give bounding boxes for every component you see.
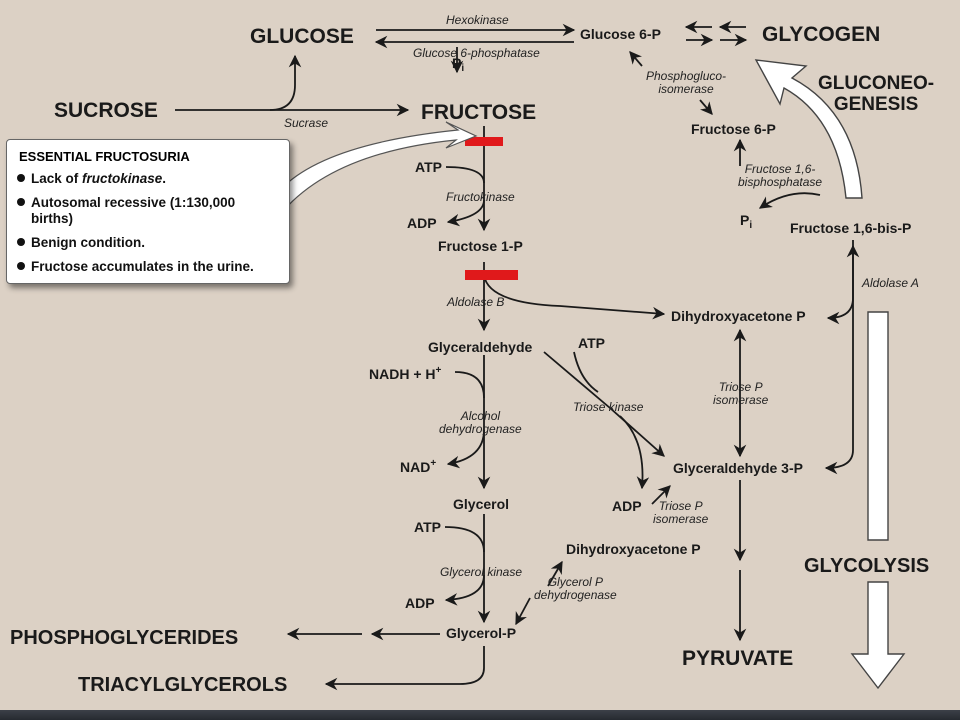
adp-out-triose-kinase <box>619 415 650 490</box>
aldolase-a-label: Aldolase A <box>862 276 919 290</box>
gluconeogenesis-arrow <box>754 59 863 199</box>
fructose-label: FRUCTOSE <box>421 101 537 124</box>
adp-out-fructokinase <box>446 199 485 227</box>
adp-fructokinase-label: ADP <box>407 215 437 231</box>
essential-fructosuria-callout: ESSENTIAL FRUCTOSURIA Lack of fructokina… <box>6 139 290 284</box>
bullet-dot-icon <box>17 238 25 246</box>
fructokinase-label: Fructokinase <box>446 190 515 204</box>
phosphoglycerides-label: PHOSPHOGLYCERIDES <box>10 627 239 649</box>
aldolase-b-block-marker <box>465 270 518 280</box>
g6p-to-f6p-arrow <box>699 99 713 115</box>
adp-out-glycerol-kinase <box>444 574 485 606</box>
glycolysis-label: GLYCOLYSIS <box>804 555 930 577</box>
triose-kinase-label: Triose kinase <box>573 400 644 414</box>
glycerol-p-label: Glycerol-P <box>446 625 517 641</box>
pyruvate-label: PYRUVATE <box>682 647 794 670</box>
bullet-dot-icon <box>17 198 25 206</box>
glycerol-p-to-triacylglycerols-arrow <box>324 646 485 691</box>
gluconeogenesis-label: GLUCONEO-GENESIS <box>818 73 935 115</box>
pi-top-label: Pi <box>452 55 465 74</box>
glyceraldehyde-3p-label: Glyceraldehyde 3-P <box>673 460 803 476</box>
atp-triose-label: ATP <box>578 335 605 351</box>
callout-bullet-3: Benign condition. <box>17 235 145 251</box>
nad-label: NAD+ <box>400 458 437 475</box>
glycerol-kinase-label: Glycerol kinase <box>440 565 523 579</box>
sucrase-label: Sucrase <box>284 116 329 130</box>
adp-glycerol-label: ADP <box>405 595 435 611</box>
atp-in-triose-kinase <box>573 351 599 393</box>
glycerol-label: Glycerol <box>453 496 510 512</box>
callout-pointer <box>283 121 478 212</box>
glycerol-p-to-dhap-lower-arrow <box>547 560 563 587</box>
f1p-to-dhap-arrow <box>483 274 666 320</box>
aldolase-b-label: Aldolase B <box>447 295 505 309</box>
glycolysis-arrow-head <box>850 581 906 690</box>
glucose-6-phosphatase-label: Glucose 6-phosphatase <box>413 46 540 60</box>
f16bp-to-dhap-arrow <box>826 240 854 325</box>
dihydroxyacetone-p-lower-label: Dihydroxyacetone P <box>566 541 701 557</box>
presentation-bottom-bar <box>0 710 960 720</box>
fructokinase-block-marker <box>465 137 503 146</box>
dhap-lower-to-ga3p-arrow <box>651 485 671 505</box>
sucrose-to-glucose-arrow <box>269 54 302 111</box>
glucose-6p-label: Glucose 6-P <box>580 26 661 42</box>
glycogen-label: GLYCOGEN <box>762 23 881 46</box>
fructose-6p-label: Fructose 6-P <box>691 121 776 137</box>
fructose-16bisp-label: Fructose 1,6-bis-P <box>790 220 912 236</box>
bullet-dot-icon <box>17 262 25 270</box>
hexokinase-label: Hexokinase <box>446 13 509 27</box>
dhap-lower-to-glycerol-p-arrow <box>515 597 531 626</box>
atp-glycerol-label: ATP <box>414 519 441 535</box>
nad-out <box>446 429 485 469</box>
adp-triose-label: ADP <box>612 498 642 514</box>
glyceraldehyde-to-ga3p-arrow <box>543 351 665 457</box>
dihydroxyacetone-p-upper-label: Dihydroxyacetone P <box>671 308 806 324</box>
f16bp-to-ga3p-arrow <box>824 298 854 475</box>
nadh-label: NADH + H+ <box>369 365 442 382</box>
bullet-dot-icon <box>17 174 25 182</box>
pi-right-label: Pi <box>740 212 753 231</box>
fructose-1p-label: Fructose 1-P <box>438 238 523 254</box>
fructose-bisphosphatase-label: Fructose 1,6-bisphosphatase <box>738 162 823 189</box>
callout-title: ESSENTIAL FRUCTOSURIA <box>19 149 190 164</box>
glucose-label: GLUCOSE <box>250 25 354 48</box>
pi-right-release-arrow <box>758 192 821 209</box>
f6p-to-g6p-arrow <box>629 51 643 67</box>
sucrose-label: SUCROSE <box>54 99 158 122</box>
triacylglycerols-label: TRIACYLGLYCEROLS <box>78 674 288 696</box>
atp-fructokinase-label: ATP <box>415 159 442 175</box>
atp-in-glycerol-kinase <box>444 526 485 553</box>
atp-in-fructokinase <box>445 166 485 184</box>
phosphoglucoisomerase-label: Phosphogluco-isomerase <box>646 69 727 96</box>
callout-bullet-1: Lack of fructokinase. <box>17 171 166 187</box>
nadh-in <box>454 371 485 399</box>
callout-bullet-4: Fructose accumulates in the urine. <box>17 259 254 275</box>
glycolysis-arrow <box>867 311 889 541</box>
glyceraldehyde-label: Glyceraldehyde <box>428 339 533 355</box>
